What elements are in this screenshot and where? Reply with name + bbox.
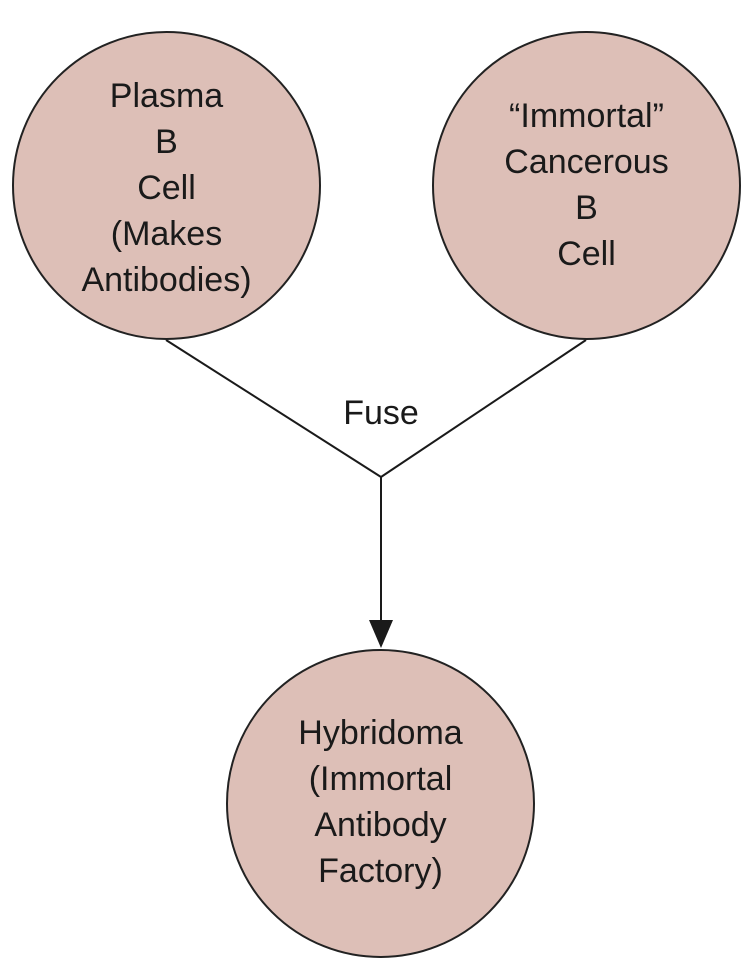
plasma-to-junction-line <box>165 339 382 478</box>
hybridoma-label: Hybridoma (Immortal Antibody Factory) <box>298 710 462 894</box>
hybridoma-line-2: (Immortal <box>308 759 453 798</box>
plasma-b-cell-node: Plasma B Cell (Makes Antibodies) <box>12 31 321 340</box>
fuse-label: Fuse <box>343 394 419 432</box>
cancerous-b-cell-line-4: Cell <box>557 234 616 273</box>
plasma-b-cell-label: Plasma B Cell (Makes Antibodies) <box>81 73 251 303</box>
cancer-to-junction-line <box>380 339 587 478</box>
plasma-b-cell-line-2: B <box>155 122 178 161</box>
plasma-b-cell-line-3: Cell <box>137 168 196 207</box>
hybridoma-line-1: Hybridoma <box>298 713 463 752</box>
hybridoma-node: Hybridoma (Immortal Antibody Factory) <box>226 649 535 958</box>
plasma-b-cell-line-4: (Makes <box>110 214 223 253</box>
cancerous-b-cell-line-2: Cancerous <box>504 142 669 181</box>
cancerous-b-cell-node: “Immortal” Cancerous B Cell <box>432 31 741 340</box>
cancerous-b-cell-line-1: “Immortal” <box>509 96 664 135</box>
cancerous-b-cell-label: “Immortal” Cancerous B Cell <box>504 93 668 277</box>
cancerous-b-cell-line-3: B <box>575 188 598 227</box>
hybridoma-line-3: Antibody <box>314 805 447 844</box>
arrowhead-down-icon <box>369 620 393 648</box>
plasma-b-cell-line-5: Antibodies) <box>81 260 252 299</box>
hybridoma-line-4: Factory) <box>318 851 443 890</box>
plasma-b-cell-line-1: Plasma <box>109 76 224 115</box>
